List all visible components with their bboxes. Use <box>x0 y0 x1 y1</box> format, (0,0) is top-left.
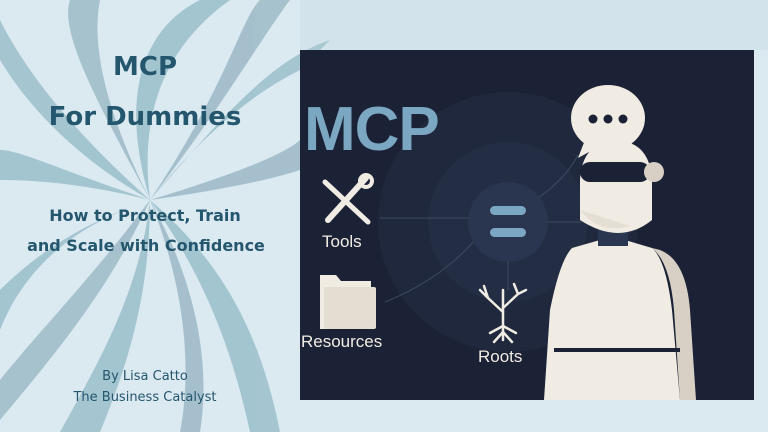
tools-icon <box>322 173 374 225</box>
roots-icon <box>478 282 528 344</box>
company-name: The Business Catalyst <box>73 390 217 405</box>
mcp-hub <box>468 182 548 262</box>
resources-label: Resources <box>301 332 383 351</box>
subtitle-line-2: and Scale with Confidence <box>27 236 265 255</box>
folder-icon <box>320 275 376 329</box>
robot-illustration <box>544 140 696 400</box>
title-line-2: For Dummies <box>48 102 242 132</box>
title-line-1: MCP <box>112 52 177 82</box>
roots-label: Roots <box>478 347 523 366</box>
speech-bubble-icon <box>571 85 645 158</box>
author-name: By Lisa Catto <box>102 369 188 384</box>
subtitle-line-1: How to Protect, Train <box>49 206 241 225</box>
mcp-heading: MCP <box>304 95 440 164</box>
equals-icon <box>490 206 526 237</box>
tools-label: Tools <box>322 232 362 251</box>
illustration-panel: MCP Tools Resources Roots <box>300 50 754 400</box>
